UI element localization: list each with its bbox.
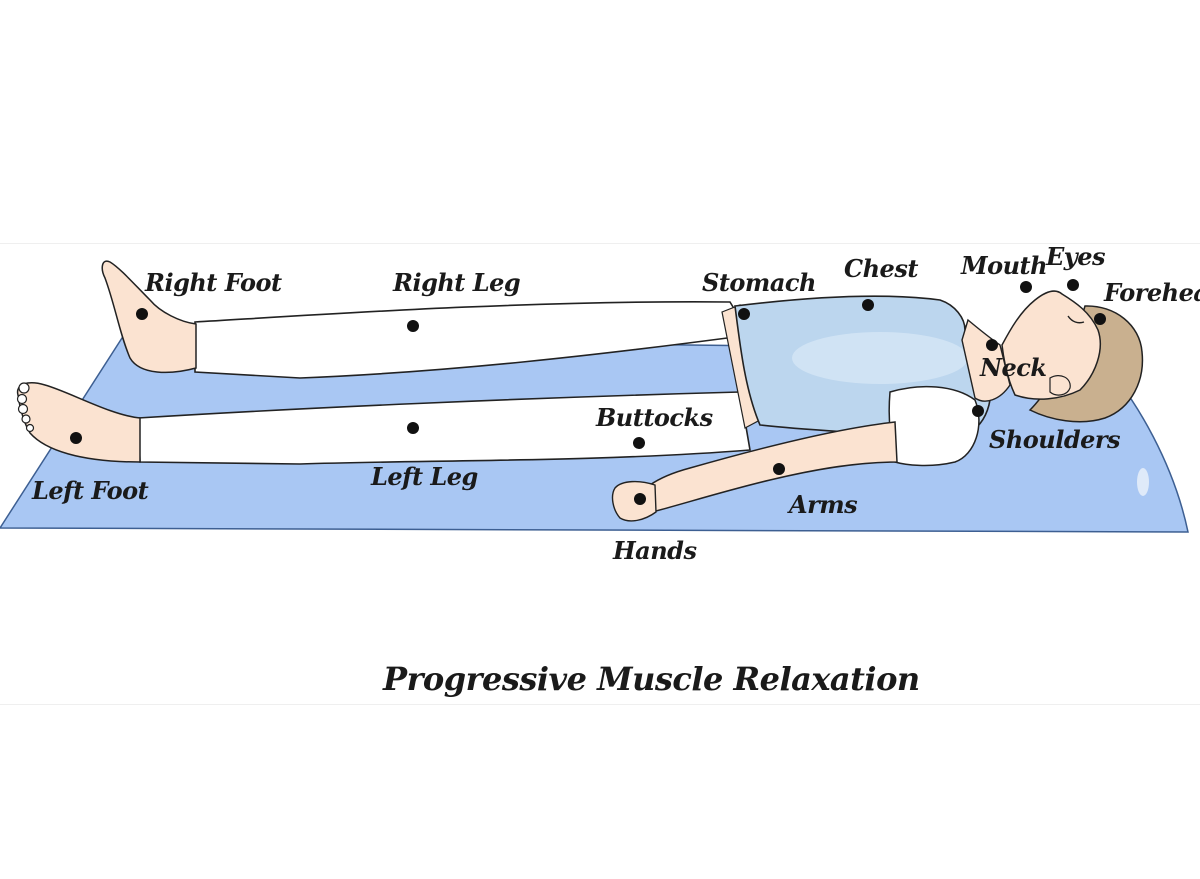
label-neck: Neck <box>980 353 1047 382</box>
shirt-highlight <box>792 332 968 384</box>
label-eyes: Eyes <box>1046 242 1106 271</box>
marker-eyes <box>1067 279 1079 291</box>
label-hands: Hands <box>613 536 697 565</box>
label-chest: Chest <box>844 254 918 283</box>
mat-highlight <box>1137 468 1149 496</box>
marker-mouth <box>1020 281 1032 293</box>
marker-neck <box>986 339 998 351</box>
label-forehead: Forehead <box>1104 278 1200 307</box>
toe <box>17 403 29 415</box>
diagram-title: Progressive Muscle Relaxation <box>383 660 920 698</box>
label-arms: Arms <box>789 490 858 519</box>
toe <box>18 382 30 394</box>
marker-chest <box>862 299 874 311</box>
label-buttocks: Buttocks <box>596 403 713 432</box>
label-left-leg: Left Leg <box>371 462 478 491</box>
marker-buttocks <box>633 437 645 449</box>
toe <box>16 393 28 405</box>
marker-left-foot <box>70 432 82 444</box>
right-foot <box>101 260 197 374</box>
label-left-foot: Left Foot <box>32 476 149 505</box>
ear <box>1049 375 1071 396</box>
marker-forehead <box>1094 313 1106 325</box>
label-stomach: Stomach <box>702 268 816 297</box>
neck-shape <box>961 318 1011 402</box>
marker-right-leg <box>407 320 419 332</box>
marker-right-foot <box>136 308 148 320</box>
marker-stomach <box>738 308 750 320</box>
label-right-foot: Right Foot <box>145 268 282 297</box>
toe <box>21 414 31 424</box>
label-shoulders: Shoulders <box>989 425 1121 454</box>
hand <box>611 480 657 522</box>
marker-shoulders <box>972 405 984 417</box>
sleeve <box>888 385 980 467</box>
top-divider <box>0 243 1200 244</box>
marker-hands <box>634 493 646 505</box>
bottom-divider <box>0 704 1200 705</box>
left-foot <box>16 382 141 463</box>
toe <box>25 423 35 433</box>
closed-eye <box>1067 315 1085 324</box>
marker-left-leg <box>407 422 419 434</box>
marker-arms <box>773 463 785 475</box>
markers <box>70 279 1106 505</box>
label-mouth: Mouth <box>961 251 1048 280</box>
label-right-leg: Right Leg <box>393 268 521 297</box>
face <box>1001 290 1102 400</box>
